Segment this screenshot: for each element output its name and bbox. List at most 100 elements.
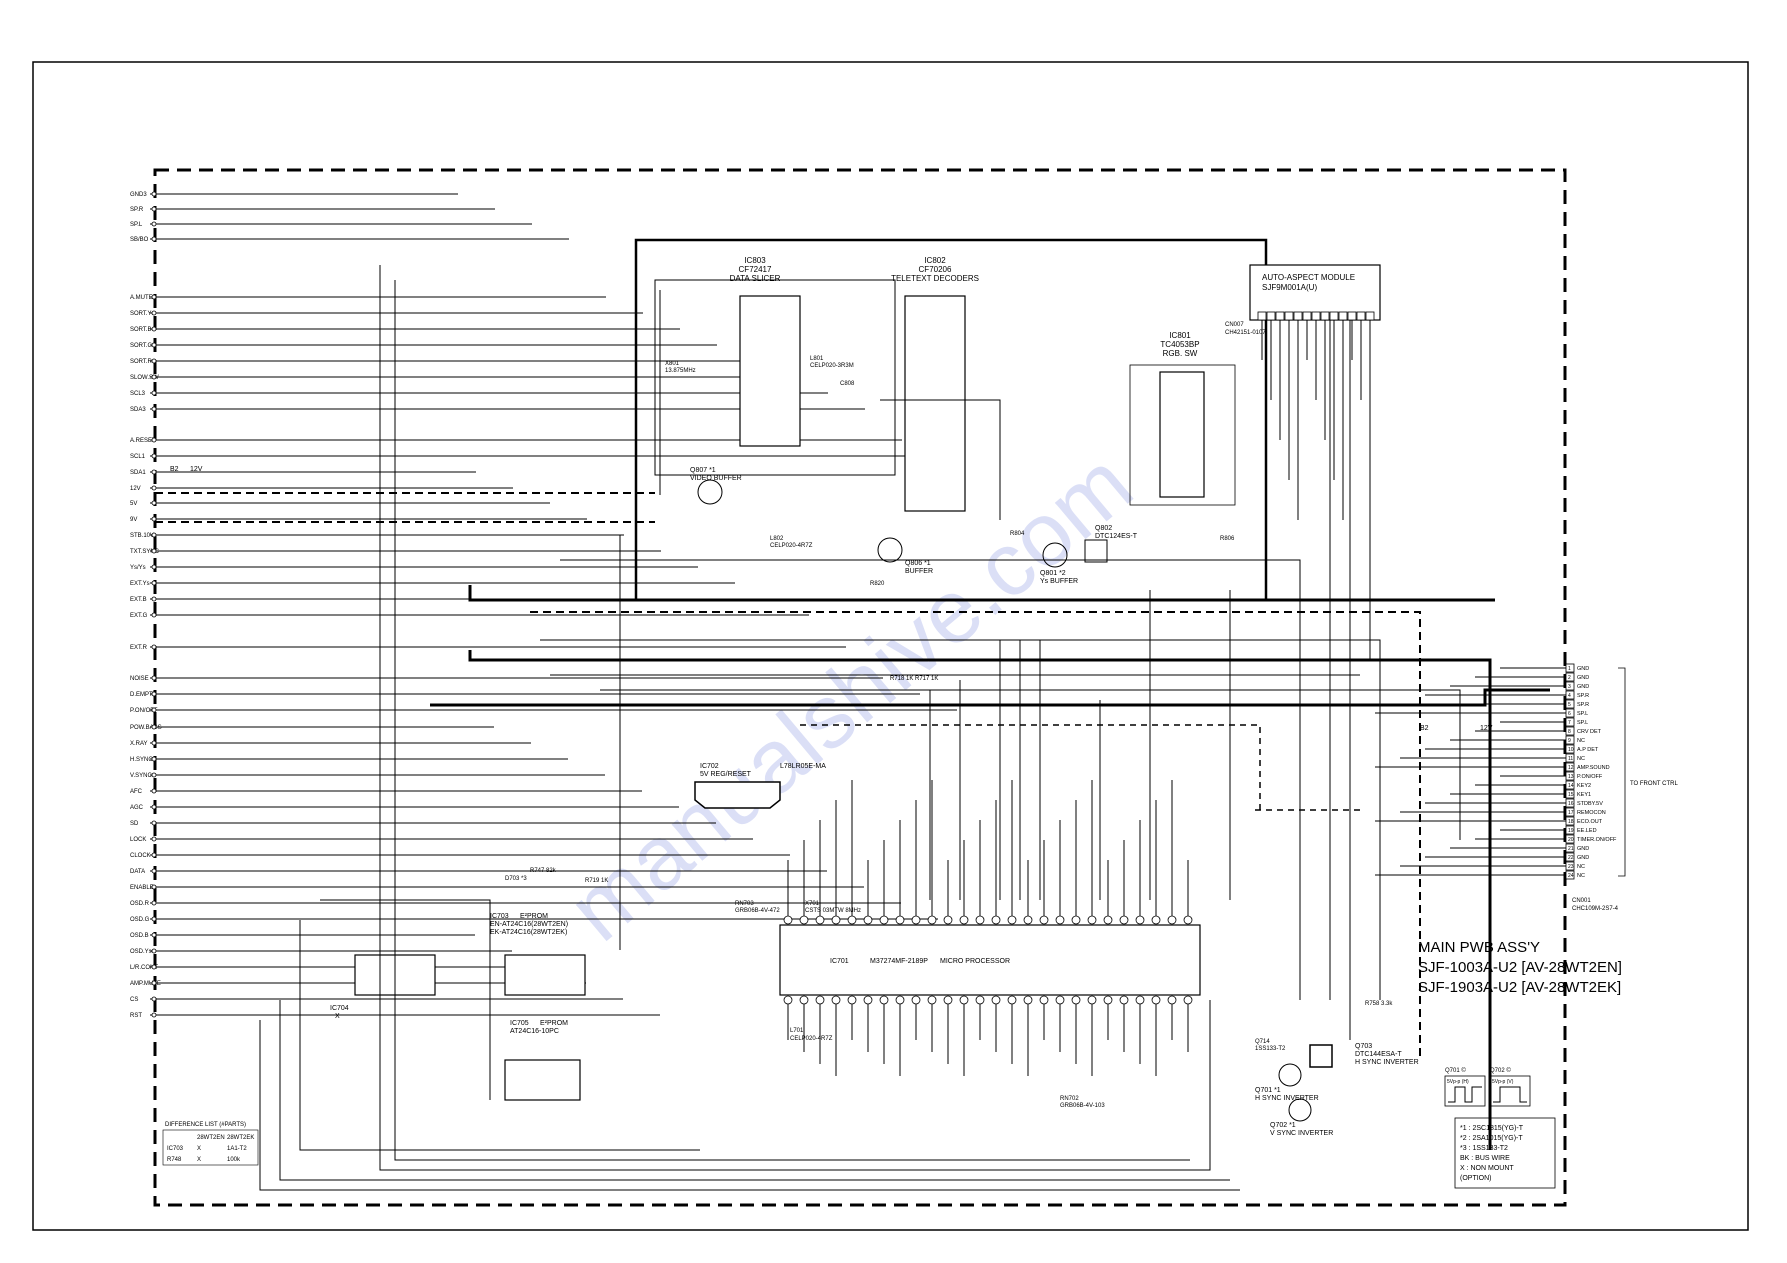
q703-h-sync-inverter: Q703 DTC144ESA-T H SYNC INVERTER (1309, 1043, 1419, 1068)
q807-video-buffer: Q807 *1 VIDEO BUFFER (690, 467, 742, 505)
left-connector-pin: LOCK (130, 836, 753, 843)
left-connector-label: POW.BASS (130, 725, 162, 731)
svg-text:Q702 ©: Q702 © (1490, 1067, 1511, 1074)
svg-text:CELP020-4R7Z: CELP020-4R7Z (770, 543, 813, 549)
svg-text:R717 1K: R717 1K (915, 676, 938, 682)
difference-cell: 28WT2EK (227, 1135, 254, 1141)
cn001-pin-label: SP.R (1577, 693, 1589, 699)
ic705-eeprom: IC705 E²PROM AT24C16-10PC (504, 1020, 581, 1101)
svg-text:Q703: Q703 (1355, 1043, 1372, 1050)
auto-aspect-pin (1284, 311, 1294, 480)
cn001-pin-number: 15 (1568, 792, 1574, 798)
left-connector-label: Ys/Ys (130, 565, 146, 571)
left-connector-label: SP.L (130, 222, 143, 228)
svg-text:12V: 12V (190, 466, 203, 473)
svg-text:H SYNC INVERTER: H SYNC INVERTER (1355, 1059, 1419, 1066)
svg-text:IC703: IC703 (490, 913, 509, 920)
svg-text:X801: X801 (665, 361, 680, 367)
left-connector-label: H.SYNC (130, 757, 153, 763)
left-connector-pin: SP.R (130, 206, 495, 213)
cn001-pin-label: NC (1577, 873, 1585, 879)
svg-text:B2: B2 (170, 466, 179, 473)
q701-h-sync-inverter: Q701 *1 H SYNC INVERTER (1255, 1063, 1319, 1102)
ic701-pin (1007, 780, 1017, 1064)
left-connector-pin: H.SYNC (130, 756, 568, 763)
svg-text:Q806 *1: Q806 *1 (905, 560, 931, 567)
ic701-pin (815, 820, 825, 1064)
left-connector-label: RST (130, 1013, 142, 1019)
cn001-pin-label: GND (1577, 846, 1589, 852)
svg-text:B2: B2 (1420, 725, 1429, 732)
svg-text:IC801: IC801 (1169, 331, 1191, 340)
left-connector-pin: SDA1 (130, 469, 476, 476)
cn001-pin-label: GND (1577, 684, 1589, 690)
left-connector-label: 9V (130, 517, 137, 523)
svg-text:C808: C808 (840, 381, 855, 387)
left-connector-label: SB/BO (130, 237, 149, 243)
left-connector-pin: STB.10V (130, 532, 624, 539)
left-connector-label: SORT.Ys (130, 311, 155, 317)
ic701-micro-processor: IC701 M37274MF-2189P MICRO PROCESSOR (779, 780, 1201, 1076)
left-connector-label: SP.R (130, 207, 144, 213)
difference-cell: R748 (167, 1157, 182, 1163)
ic701-pin (1071, 800, 1081, 1064)
cn001-pin-number: 13 (1568, 774, 1574, 780)
auto-aspect-pin (1329, 311, 1339, 480)
svg-text:12V: 12V (1480, 725, 1493, 732)
ic702-regulator: IC702 L78LR05E-MA 5V REG/RESET (694, 763, 826, 809)
cn001-pin-label: EE.LED (1577, 828, 1597, 834)
svg-text:D703 *3: D703 *3 (505, 876, 527, 882)
wire (540, 639, 1381, 1000)
left-connector-pin: OSD.Ys (130, 948, 512, 955)
left-connector: GND3SP.RSP.LSB/BOA.MUTESORT.YsSORT.BSORT… (130, 191, 957, 1019)
svg-text:E²PROM: E²PROM (540, 1020, 568, 1027)
svg-text:R747 82k: R747 82k (530, 868, 557, 874)
difference-cell: X (197, 1157, 201, 1163)
left-connector-pin: CS (130, 996, 623, 1003)
ic701-pin (1039, 840, 1049, 1040)
ic701-pin (895, 820, 905, 1076)
svg-text:GRB06B-4V-472: GRB06B-4V-472 (735, 908, 780, 914)
left-connector-label: OSD.Ys (130, 949, 152, 955)
left-connector-pin: SCL1 (130, 453, 939, 460)
svg-text:M37274MF-2189P: M37274MF-2189P (870, 958, 928, 965)
svg-text:RGB. SW: RGB. SW (1163, 349, 1198, 358)
auto-aspect-pin (1347, 311, 1357, 360)
svg-text:V SYNC INVERTER: V SYNC INVERTER (1270, 1130, 1333, 1137)
left-connector-label: EXT.G (130, 613, 148, 619)
board-title: MAIN PWB ASS'Y SJF-1003A-U2 [AV-28WT2EN]… (1418, 939, 1622, 996)
left-connector-label: SORT.B (130, 327, 152, 333)
svg-text:CSTS 03MTW 8MHz: CSTS 03MTW 8MHz (805, 908, 861, 914)
left-connector-label: D.EMPTY (130, 692, 157, 698)
svg-text:R806: R806 (1220, 536, 1235, 542)
cn001-pin-label: ECO.OUT (1577, 819, 1603, 825)
svg-text:5V REG/RESET: 5V REG/RESET (700, 771, 752, 778)
left-connector-label: EXT.R (130, 645, 148, 651)
ic701-pin (959, 840, 969, 1076)
left-connector-pin: P.ON/OFF (130, 707, 957, 714)
svg-text:AT24C16-10PC: AT24C16-10PC (510, 1028, 559, 1035)
cn001-pin-label: GND (1577, 855, 1589, 861)
cn001-pin-number: 17 (1568, 810, 1574, 816)
svg-text:IC705: IC705 (510, 1020, 529, 1027)
auto-aspect-pin (1302, 311, 1312, 360)
difference-cell: 100k (227, 1157, 241, 1163)
svg-text:X: X (335, 1013, 340, 1020)
cn001-pin-number: 22 (1568, 855, 1574, 861)
q802-switch: Q802 DTC124ES-T (1084, 525, 1138, 563)
note-line: (OPTION) (1460, 1175, 1492, 1182)
left-connector-pin: X.RAY (130, 740, 531, 747)
left-connector-pin: RST (130, 1012, 660, 1019)
svg-text:CN001: CN001 (1572, 898, 1591, 904)
svg-text:TC4053BP: TC4053BP (1160, 340, 1199, 349)
left-connector-pin: SORT.G (130, 342, 717, 349)
auto-aspect-pin (1356, 311, 1366, 400)
left-connector-pin: SORT.B (130, 326, 680, 333)
